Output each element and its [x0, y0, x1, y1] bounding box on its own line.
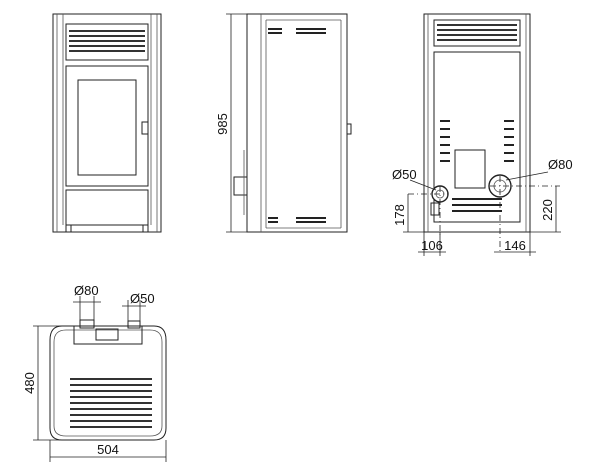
front-body-outline: [52, 13, 162, 233]
top-vent-slots: [70, 378, 152, 428]
width-dimension-label: 504: [97, 442, 119, 457]
rear-top-vent: [433, 19, 521, 47]
front-lower-panel: [65, 189, 149, 226]
air-inlet-offset-label: 106: [421, 238, 443, 253]
top-control-strip: [73, 325, 143, 345]
air-inlet-height-label: 178: [392, 204, 407, 226]
rear-service-hatch: [454, 149, 486, 189]
front-door-glass: [77, 79, 137, 176]
side-vent-bottom: [268, 217, 326, 223]
side-view: 985: [215, 13, 352, 233]
side-handle: [346, 123, 352, 135]
top-flue-pipe: [79, 319, 95, 329]
flue-offset-label: 146: [504, 238, 526, 253]
front-grille-panel: [65, 23, 149, 61]
door-handle: [141, 121, 149, 135]
side-outlet-box: [233, 176, 248, 196]
rear-connector: [430, 202, 440, 216]
top-view: Ø80 Ø50 480 504: [22, 283, 167, 462]
rear-top-vent-slots: [437, 24, 517, 41]
air-inlet-diameter-label: Ø50: [392, 167, 417, 182]
front-grille-slots: [69, 30, 145, 52]
rear-view: Ø50 Ø80 178 220 106 146: [392, 13, 573, 256]
side-vent-top: [268, 28, 326, 34]
top-air-inlet-diameter-label: Ø50: [130, 291, 155, 306]
control-display: [95, 328, 119, 341]
flue-height-label: 220: [540, 199, 555, 221]
front-view: [52, 13, 162, 233]
top-air-pipe: [127, 320, 141, 329]
rear-body-outline: [423, 13, 531, 233]
depth-dimension-label: 480: [22, 372, 37, 394]
flue-diameter-label: Ø80: [548, 157, 573, 172]
rear-panel-slots: [440, 120, 514, 212]
top-flue-diameter-label: Ø80: [74, 283, 99, 298]
side-body-outline: [246, 13, 348, 233]
height-dimension-label: 985: [215, 113, 230, 135]
rear-panel: [433, 51, 521, 223]
top-body-outline: [49, 325, 167, 441]
